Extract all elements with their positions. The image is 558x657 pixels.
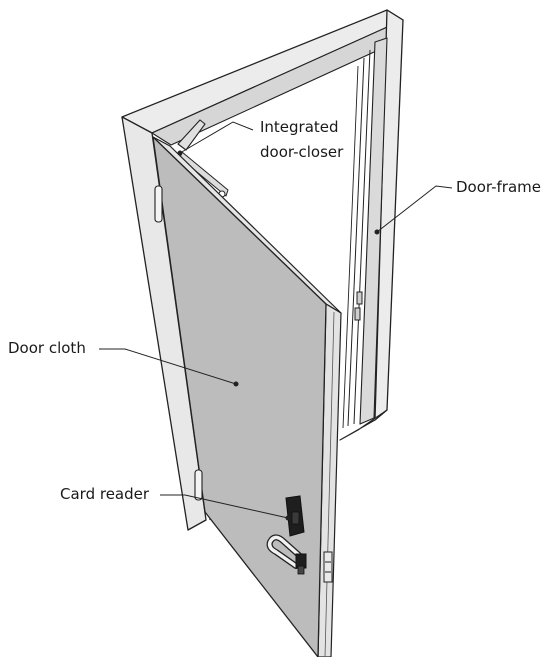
label-door-cloth: Door cloth: [8, 339, 86, 357]
label-door-frame: Door-frame: [456, 178, 542, 196]
integrated-door-closer: [177, 119, 229, 198]
leader-cloth: [99, 348, 237, 385]
label-card-reader: Card reader: [60, 485, 150, 503]
strike-plate-upper: [356, 291, 363, 305]
hinges: [154, 185, 203, 501]
door-face: [152, 136, 327, 657]
strike-plate-lower: [354, 307, 361, 321]
card-reader-icon: [285, 495, 305, 537]
hinge-upper: [154, 185, 163, 223]
door-leaf: [152, 136, 342, 657]
frame-header: [121, 9, 404, 134]
frame-threshold: [339, 409, 388, 441]
label-integrated-closer-line1: Integrated: [260, 118, 339, 136]
hinge-lower: [194, 469, 203, 501]
closer-arm: [177, 119, 206, 151]
door-frame: [121, 9, 404, 531]
latch-hardware: [323, 551, 333, 583]
frame-right-jamb-inner: [359, 37, 388, 425]
leader-lines: [99, 121, 453, 521]
frame-left-jamb: [121, 116, 207, 531]
leader-closer: [179, 121, 254, 154]
door-handle-icon: [266, 534, 307, 575]
leader-reader: [160, 494, 289, 519]
label-integrated-closer-line2: door-closer: [260, 143, 344, 161]
leader-frame: [376, 185, 453, 233]
